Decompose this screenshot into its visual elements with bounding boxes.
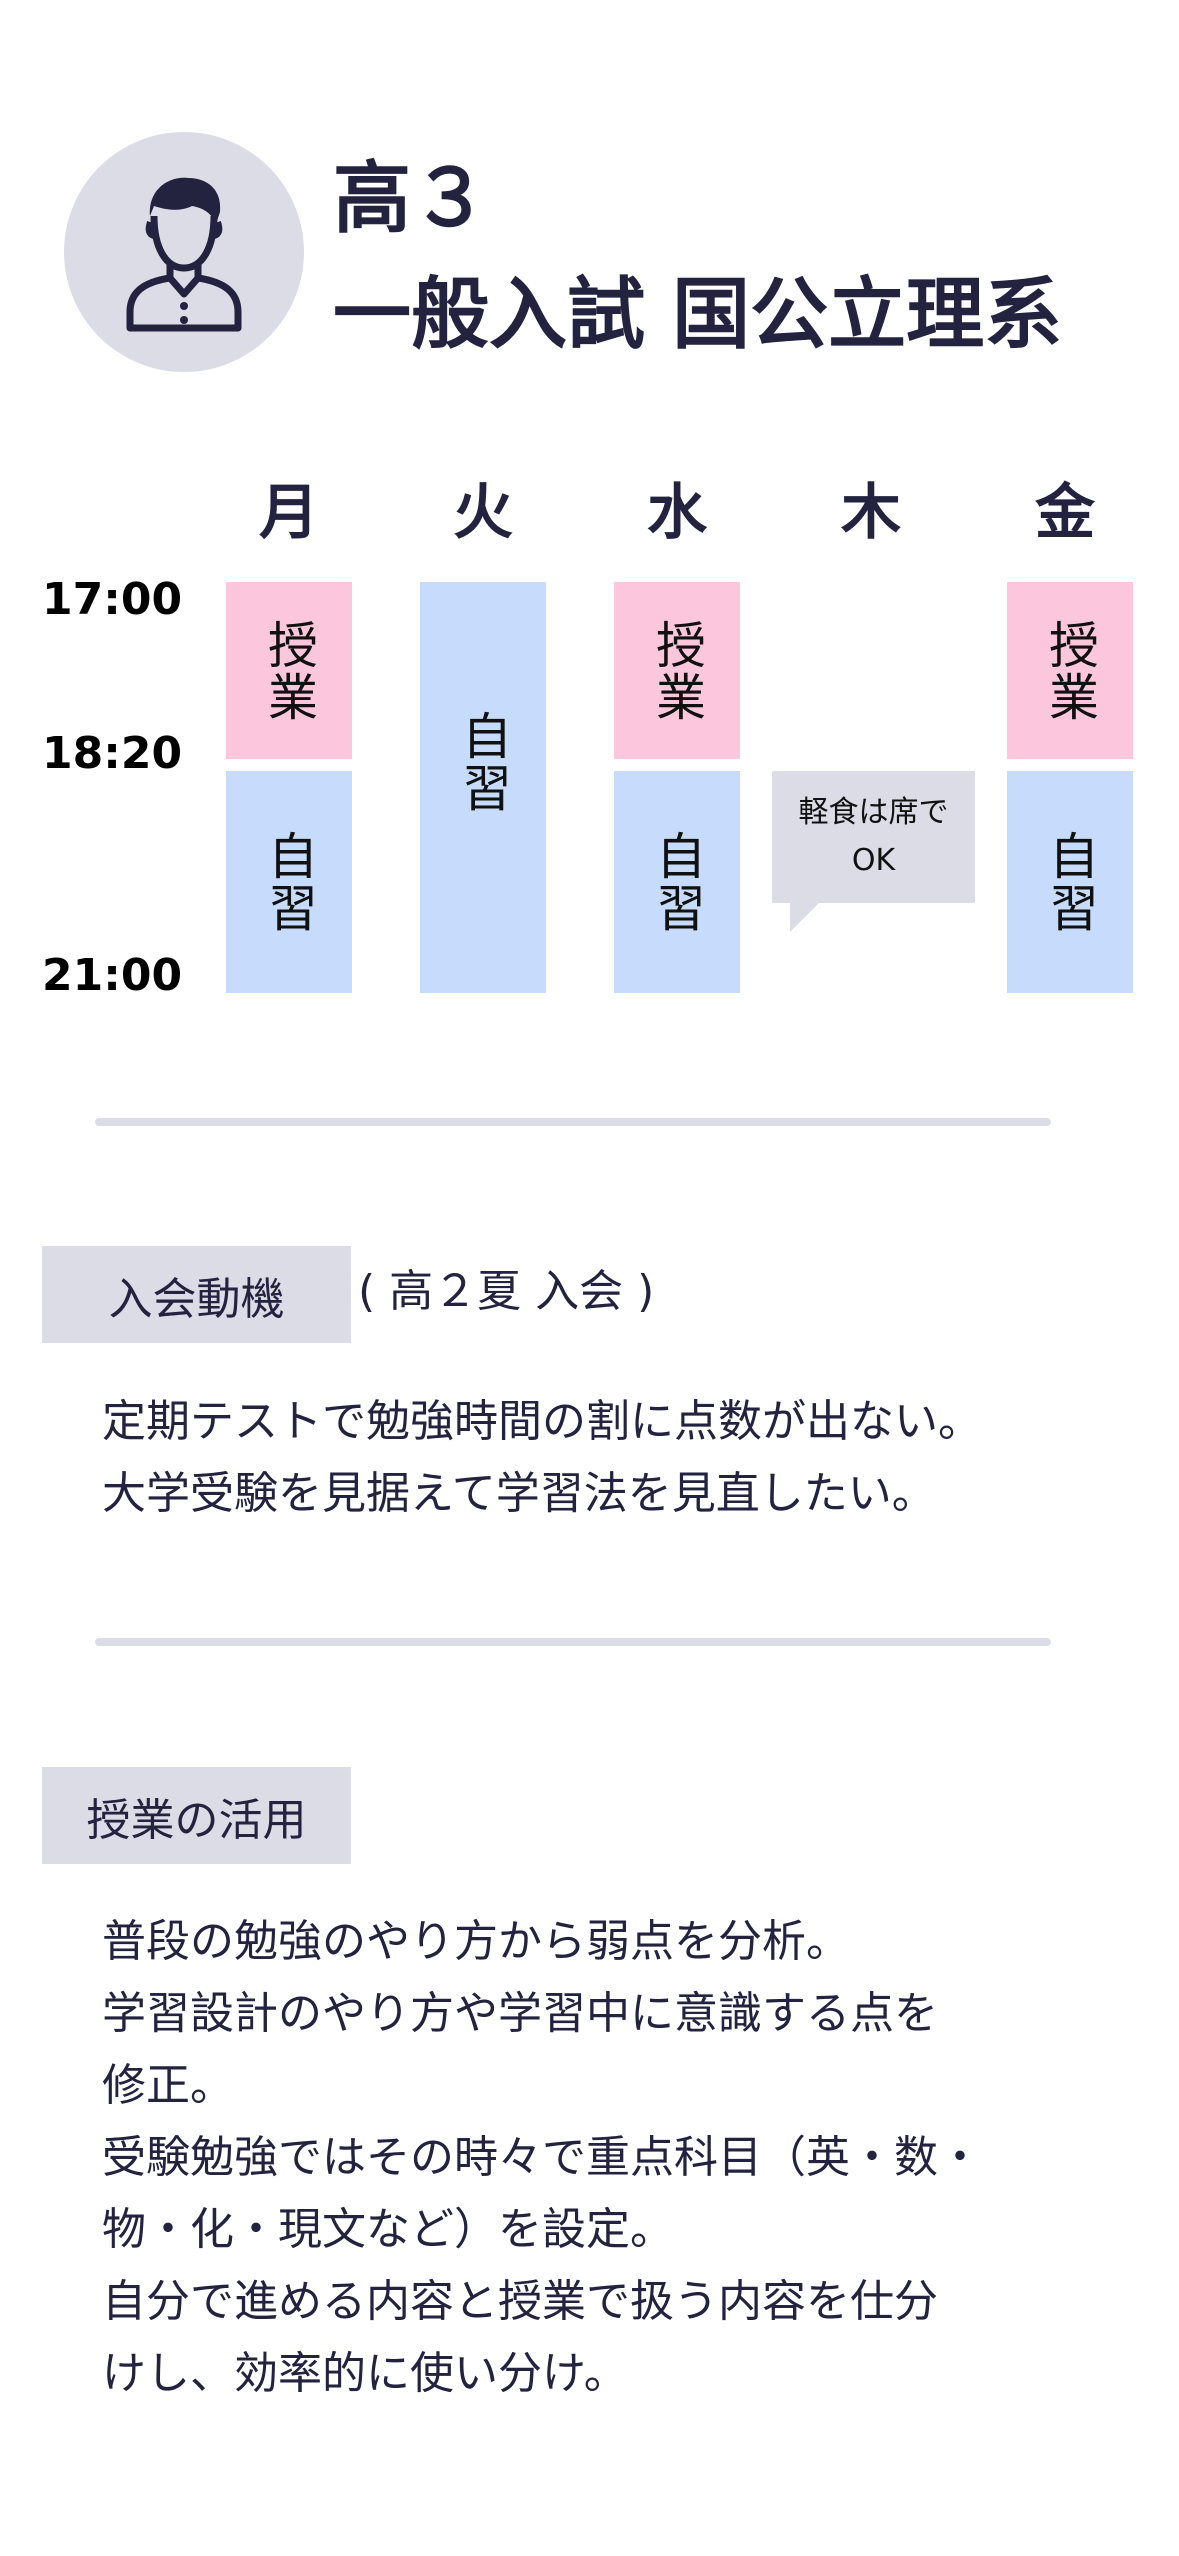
avatar	[64, 132, 304, 372]
text-line: 物・化・現文など）を設定。	[102, 2204, 674, 2255]
text-line: 普段の勉強のやり方から弱点を分析。	[102, 1916, 850, 1967]
time-label-end: 21:00	[42, 950, 183, 1001]
class-label: 授業	[260, 618, 318, 723]
day-header-fri: 金	[1035, 478, 1095, 548]
self-study-label: 自習	[454, 709, 512, 814]
section-divider	[95, 1638, 1051, 1646]
person-icon	[126, 177, 242, 332]
bubble-tail	[790, 902, 820, 932]
text-line: けし、効率的に使い分け。	[102, 2348, 628, 2399]
wed-self-study-block: 自習	[614, 771, 740, 993]
tue-self-study-block: 自習	[420, 582, 546, 993]
mon-class-block: 授業	[226, 582, 352, 759]
class-label: 授業	[648, 618, 706, 723]
bubble-line-1: 軽食は席で	[798, 795, 949, 830]
self-study-label: 自習	[260, 830, 318, 934]
self-study-label: 自習	[648, 830, 706, 934]
section-divider	[95, 1118, 1051, 1126]
usage-text: 普段の勉強のやり方から弱点を分析。 学習設計のやり方や学習中に意識する点を 修正…	[102, 1906, 1142, 2410]
class-label: 授業	[1041, 618, 1099, 723]
motivation-text: 定期テストで勉強時間の割に点数が出ない。 大学受験を見据えて学習法を見直したい。	[102, 1386, 1142, 1530]
time-label-mid: 18:20	[42, 728, 183, 779]
text-line: 自分で進める内容と授業で扱う内容を仕分	[102, 2276, 938, 2327]
snack-note-bubble: 軽食は席で OK	[772, 771, 975, 903]
join-timing-note: ( 高２夏 入会 )	[358, 1266, 655, 1317]
fri-self-study-block: 自習	[1007, 771, 1133, 993]
motivation-tag: 入会動機	[42, 1246, 351, 1343]
course-title: 一般入試 国公立理系	[333, 270, 1063, 360]
day-header-tue: 火	[453, 478, 513, 548]
wed-class-block: 授業	[614, 582, 740, 759]
fri-class-block: 授業	[1007, 582, 1133, 759]
usage-tag: 授業の活用	[42, 1767, 351, 1864]
text-line: 修正。	[102, 2060, 234, 2111]
text-line: 学習設計のやり方や学習中に意識する点を	[102, 1988, 938, 2039]
day-header-mon: 月	[259, 478, 319, 548]
bubble-line-2: OK	[851, 843, 896, 878]
self-study-label: 自習	[1041, 830, 1099, 934]
text-line: 大学受験を見据えて学習法を見直したい。	[102, 1468, 936, 1519]
grade-title: 高３	[333, 154, 490, 244]
text-line: 受験勉強ではその時々で重点科目（英・数・	[102, 2132, 982, 2183]
day-header-wed: 水	[647, 478, 707, 548]
time-label-start: 17:00	[42, 574, 183, 625]
day-header-thu: 木	[841, 478, 901, 548]
text-line: 定期テストで勉強時間の割に点数が出ない。	[102, 1396, 982, 1447]
mon-self-study-block: 自習	[226, 771, 352, 993]
